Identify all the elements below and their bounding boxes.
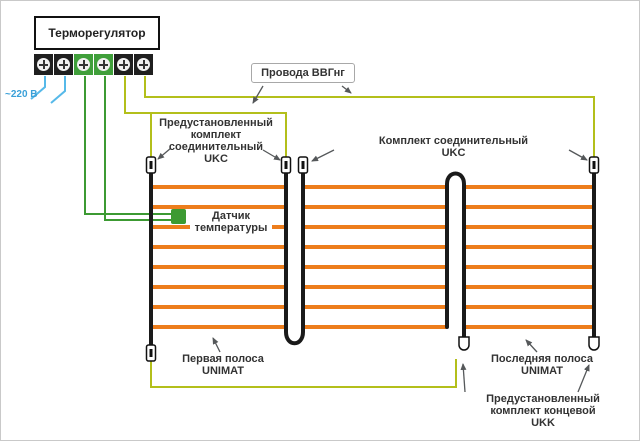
terminal-screw-icon (37, 58, 50, 71)
ukc-connector-icon (588, 156, 600, 174)
ukk-cap-icon (588, 336, 600, 351)
bus-wire (445, 171, 466, 342)
terminal (94, 54, 113, 75)
ukc-connector-icon (297, 156, 309, 174)
label-mains-voltage: ~220 В (5, 89, 38, 100)
label-last-strip: Последняя полоса UNIMAT (491, 353, 593, 377)
terminal-screw-icon (57, 58, 70, 71)
terminal-screw-icon (117, 58, 130, 71)
ukc-connector-icon (145, 156, 157, 174)
mains-wires (30, 76, 66, 104)
mains-wire (30, 76, 46, 100)
annotation-arrows (157, 85, 590, 393)
arrow (262, 149, 281, 161)
thermostat-title: Терморегулятор (48, 26, 146, 40)
terminal (74, 54, 93, 75)
label-preinstalled-ukc: Предустановленный комплект соединительны… (159, 117, 273, 165)
ukc-connector-icon (280, 156, 292, 174)
thermostat-box: Терморегулятор (34, 16, 160, 50)
power-wire (150, 359, 457, 388)
arrow (341, 85, 352, 94)
label-ukc: Комплект соединительный UKC (378, 135, 529, 159)
label-wires-vvg: Провода ВВГнг (251, 63, 355, 83)
ukc-connector-icon (145, 344, 157, 362)
arrow (311, 149, 335, 162)
terminal (54, 54, 73, 75)
ukk-cap-icon (458, 336, 470, 351)
power-wire (144, 76, 595, 158)
heating-rods (151, 185, 594, 329)
bus-wires (149, 157, 596, 356)
temperature-sensor (171, 209, 186, 224)
terminal (134, 54, 153, 75)
arrow (157, 147, 172, 160)
arrow (252, 85, 264, 104)
mains-wire (50, 76, 66, 104)
arrow (577, 364, 590, 393)
ukc-connectors (145, 156, 600, 362)
power-wires (124, 76, 595, 388)
arrow (212, 337, 221, 353)
terminal-screw-icon (97, 58, 110, 71)
terminal-screw-icon (137, 58, 150, 71)
arrow (460, 363, 467, 393)
label-temperature-sensor: Датчик температуры (190, 209, 272, 235)
sensor-wire (84, 76, 171, 215)
ukk-end-caps (458, 336, 600, 351)
terminal (114, 54, 133, 75)
power-wire (124, 76, 287, 158)
label-ukk: Предустановленный комплект концевой UKK (486, 393, 600, 429)
label-first-strip: Первая полоса UNIMAT (182, 353, 264, 377)
terminal (34, 54, 53, 75)
terminal-screw-icon (77, 58, 90, 71)
arrow (525, 339, 538, 353)
terminal-block (34, 54, 153, 75)
arrow (568, 149, 588, 161)
bus-wire (284, 157, 305, 346)
